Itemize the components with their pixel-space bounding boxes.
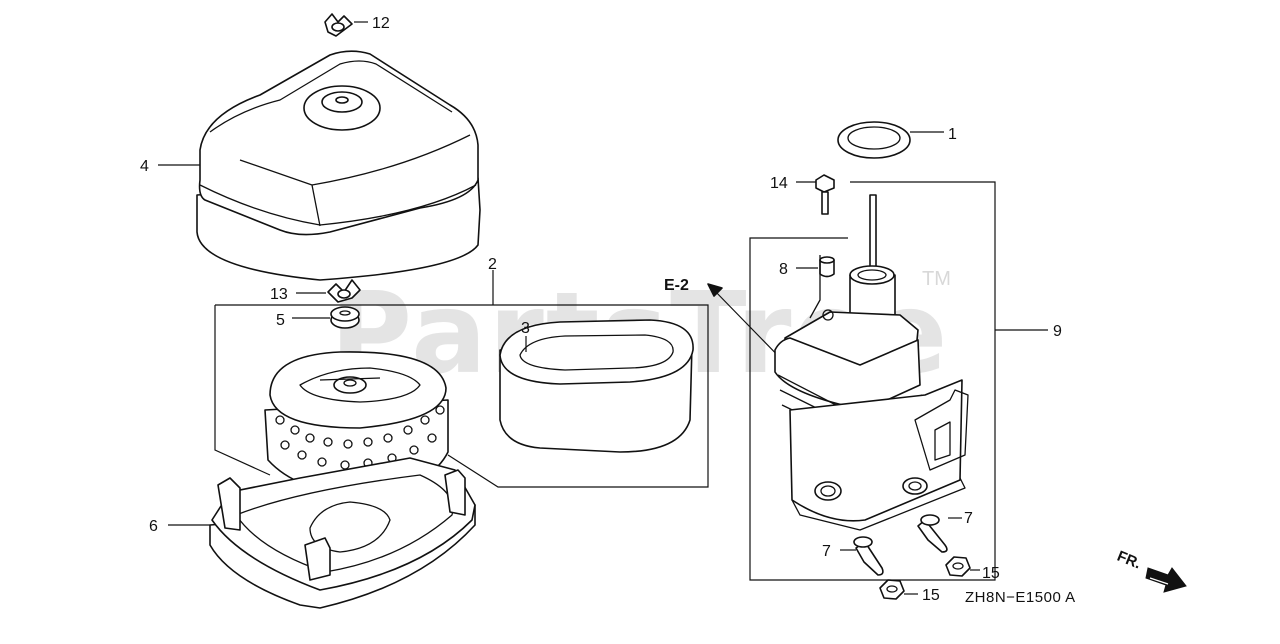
part-15-nut-a[interactable]	[945, 556, 971, 577]
part-8-bushing[interactable]	[819, 256, 835, 278]
callout-1[interactable]: 1	[948, 126, 957, 143]
callout-5[interactable]: 5	[276, 312, 285, 329]
part-6-base[interactable]	[209, 457, 476, 609]
ref-e2-arrowhead	[707, 283, 723, 297]
part-4-cover[interactable]	[196, 50, 481, 281]
part-5-grommet[interactable]	[330, 306, 360, 329]
callout-7b[interactable]: 7	[822, 543, 831, 560]
part-7-tube-b[interactable]	[853, 536, 884, 576]
callout-2[interactable]: 2	[488, 256, 497, 273]
part-15-nut-b[interactable]	[879, 579, 905, 600]
part-1-o-ring[interactable]	[837, 121, 911, 159]
front-direction-label: FR.	[1115, 548, 1144, 573]
callout-14[interactable]: 14	[770, 175, 788, 192]
callout-3[interactable]: 3	[521, 320, 530, 337]
front-direction-arrow	[1145, 567, 1187, 593]
callout-9[interactable]: 9	[1053, 323, 1062, 340]
assembly-9-bracket	[749, 181, 996, 581]
callout-15b[interactable]: 15	[922, 587, 940, 604]
callout-13[interactable]: 13	[270, 286, 288, 303]
watermark-tm: TM	[922, 268, 951, 290]
part-7-tube-a[interactable]	[917, 514, 948, 553]
callout-6[interactable]: 6	[149, 518, 158, 535]
callout-15a[interactable]: 15	[982, 565, 1000, 582]
callout-12[interactable]: 12	[372, 15, 390, 32]
part-3-foam-element[interactable]	[499, 319, 694, 453]
callout-7a[interactable]: 7	[964, 510, 973, 527]
callout-8[interactable]: 8	[779, 261, 788, 278]
reference-e2[interactable]: E-2	[664, 277, 689, 294]
assembly-2-bracket	[214, 304, 709, 488]
part-13-wing-nut[interactable]	[327, 279, 361, 303]
part-9-elbow[interactable]	[774, 194, 969, 531]
diagram-code: ZH8N−E1500 A	[965, 589, 1076, 606]
callout-4[interactable]: 4	[140, 158, 149, 175]
part-12-wing-nut[interactable]	[324, 13, 353, 37]
part-14-bolt[interactable]	[815, 174, 835, 215]
